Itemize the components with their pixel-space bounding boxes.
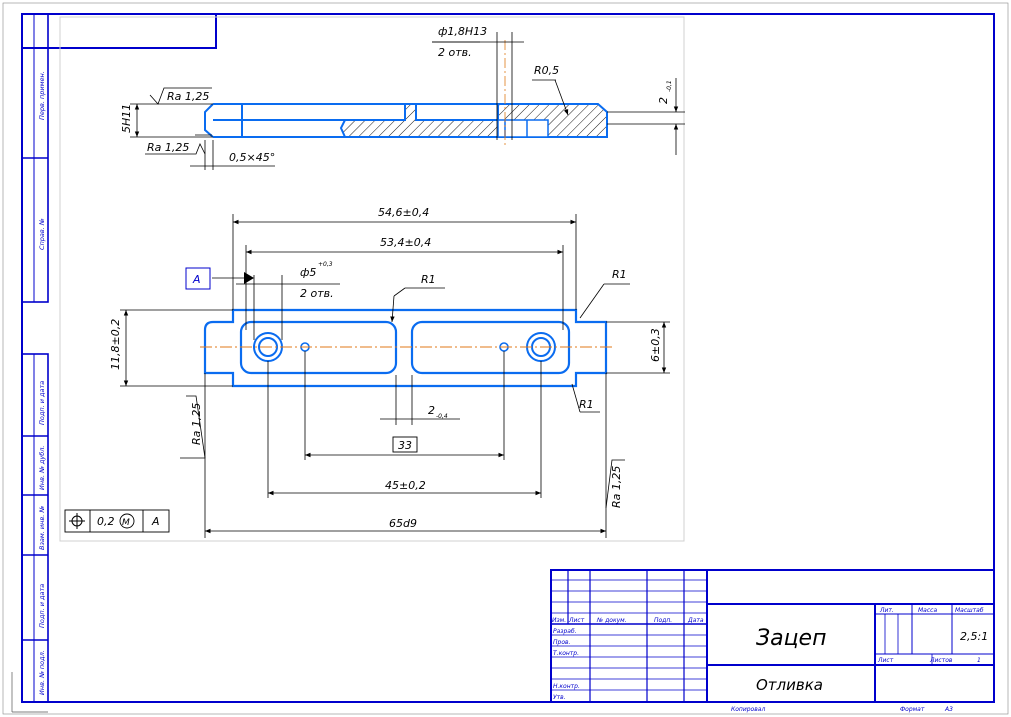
role-razrab: Разраб. [553, 628, 577, 635]
strip-label-inv-podl: Инв. № подл. [38, 650, 46, 695]
dim-h2-tol: -0,1 [666, 80, 673, 92]
hdr-list: Лист [568, 617, 585, 624]
section-dimensions [130, 32, 685, 170]
dim-len-65: 65d9 [389, 517, 417, 530]
roughness-right: Ra 1,25 [610, 466, 623, 508]
plan-labels: 54,6±0,4 53,4±0,4 А ф5 +0,3 2 отв. R1 R1… [109, 206, 662, 530]
hdr-scale: Масштаб [955, 607, 984, 614]
position-tolerance-frame: 0,2 М А [64, 509, 170, 533]
axes-icon [11, 672, 48, 713]
drawing-material: Отливка [756, 676, 823, 694]
dim-len-45: 45±0,2 [385, 479, 426, 492]
tolerance-datum: А [151, 515, 160, 528]
dim-len-546: 54,6±0,4 [378, 206, 429, 219]
position-symbol-icon [69, 513, 85, 529]
strip-label-vzam: Взам. инв. № [38, 506, 46, 550]
role-utv: Утв. [553, 694, 566, 701]
drawing-scale: 2,5:1 [960, 630, 988, 643]
dim-r1-bottom: R1 [579, 398, 594, 411]
dim-h6: 6±0,3 [649, 328, 662, 362]
dim-r05: R0,5 [534, 64, 559, 77]
hdr-doc-no: № докум. [596, 617, 627, 624]
roughness-top: Ra 1,25 [167, 90, 209, 103]
sheets-label: Листов [929, 657, 953, 664]
tolerance-value: 0,2 [97, 515, 115, 528]
dim-hole-small: ф1,8Н13 [438, 25, 487, 38]
drawing-title: Зацеп [756, 626, 826, 651]
datum-triangle [244, 272, 254, 284]
mmc-modifier-icon [119, 513, 135, 529]
hdr-lit: Лит. [879, 607, 894, 614]
datum-label: А [192, 273, 201, 286]
dim-h118: 11,8±0,2 [109, 319, 122, 370]
roughness-mid: Ra 1,25 [147, 141, 189, 154]
strip-label-podp1: Подп. и дата [38, 381, 46, 425]
sheet-label: Лист [877, 657, 894, 664]
hdr-izm: Изм. [552, 617, 566, 624]
dim-r1-right: R1 [612, 268, 627, 281]
basic-dim-box [392, 436, 418, 453]
dim-len-534: 53,4±0,4 [380, 236, 431, 249]
role-prov: Пров. [553, 639, 571, 646]
format-label: Формат [900, 706, 925, 713]
title-block-labels: Изм. Лист № докум. Подп. Дата Разраб. Пр… [552, 607, 984, 713]
plan-dimensions [120, 214, 670, 538]
dim-hole-large: ф5 [300, 266, 316, 279]
sheets-value: 1 [977, 657, 981, 664]
dim-gap2: 2 [428, 404, 435, 417]
strip-label-sprav: Справ. № [38, 218, 46, 250]
plan-view [200, 308, 612, 388]
section-view [204, 40, 608, 145]
copied-label: Копировал [731, 706, 765, 713]
dim-chamfer: 0,5×45° [229, 151, 275, 164]
dim-gap2-tol: -0,4 [436, 413, 448, 420]
tolerance-modifier: М [122, 518, 130, 528]
datum-box [185, 267, 211, 290]
dim-basic-33: 33 [398, 439, 412, 452]
strip-label-inv-dubl: Инв. № дубл. [38, 446, 46, 490]
role-tkontr: Т.контр. [553, 650, 579, 657]
strip-label-podp2: Подп. и дата [38, 584, 46, 628]
strip-label-perv: Перв. примен. [38, 71, 46, 120]
dim-hole-large-tol: +0,3 [318, 261, 333, 268]
dim-r1-center: R1 [421, 273, 436, 286]
view-area [59, 16, 685, 542]
dim-holes-count-1: 2 отв. [438, 46, 472, 59]
hdr-date: Дата [687, 617, 704, 624]
left-strip-labels: Перв. примен. Справ. № Подп. и дата Инв.… [38, 71, 46, 695]
section-labels: ф1,8Н13 2 отв. R0,5 2 -0,1 5Н11 Ra 1,25 … [120, 25, 673, 164]
hdr-mass: Масса [918, 607, 937, 614]
title-block [550, 569, 995, 703]
hdr-sign: Подп. [654, 617, 672, 624]
dim-thickness: 5Н11 [120, 104, 133, 133]
dim-h2: 2 [657, 97, 670, 104]
dim-holes-count-2: 2 отв. [300, 287, 334, 300]
format-value: А3 [944, 706, 953, 713]
roughness-left: Ra 1,25 [190, 403, 203, 445]
role-nkontr: Н.контр. [553, 683, 580, 690]
